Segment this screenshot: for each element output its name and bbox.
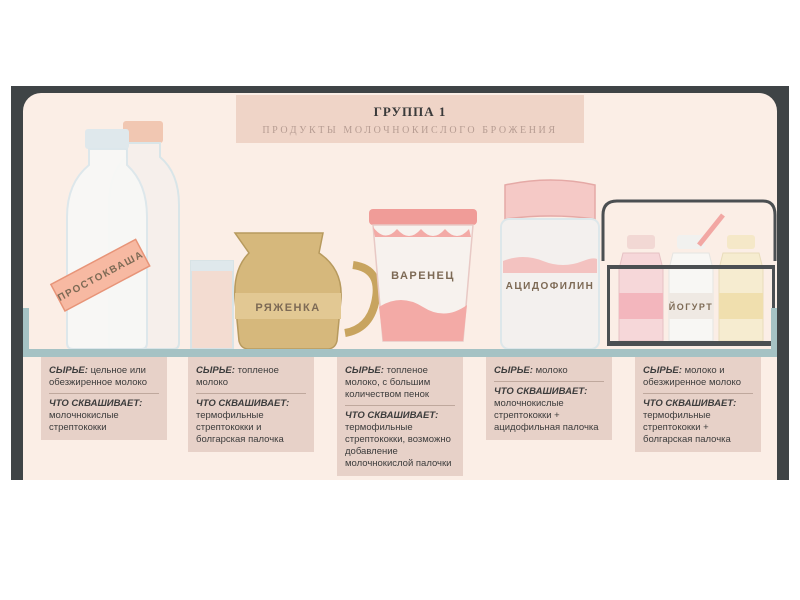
raw-value: цельное или обезжиренное молоко [49, 365, 148, 388]
prostokvasha-bottles: ПРОСТОКВАША [49, 121, 180, 350]
yogurt-label: ЙОГУРТ [669, 301, 714, 312]
shelf [23, 349, 777, 357]
ferment-value: термофильные стрептококки + болгарская п… [643, 410, 731, 445]
ferment-value: термофильные стрептококки, возможно доба… [345, 422, 452, 469]
ferment-value: молочнокислые стрептококки + ацидофильна… [494, 398, 599, 433]
glass [190, 260, 234, 350]
ferment-key: ЧТО СКВАШИВАЕТ: [196, 398, 290, 409]
ferment-key: ЧТО СКВАШИВАЕТ: [643, 398, 737, 409]
products-illustration: ПРОСТОКВАША РЯЖЕНКА ВАРЕНЕЦ [23, 121, 777, 353]
page-title: ГРУППА 1 [373, 104, 447, 119]
raw-value: топленое молоко [196, 365, 279, 388]
infographic-panel: ПРОСТОКВАША РЯЖЕНКА ВАРЕНЕЦ [23, 93, 777, 480]
yogurt-carrier: ЙОГУРТ [601, 199, 777, 346]
raw-value: молоко и обезжиренное молоко [643, 365, 742, 388]
info-card-varenets: СЫРЬЕ: топленое молоко, с большим количе… [337, 357, 463, 476]
raw-key: СЫРЬЕ: [49, 365, 88, 376]
raw-key: СЫРЬЕ: [196, 365, 235, 376]
infographic-frame: ПРОСТОКВАША РЯЖЕНКА ВАРЕНЕЦ [11, 86, 789, 480]
info-card-yogurt: СЫРЬЕ: молоко и обезжиренное молоко ЧТО … [635, 357, 761, 452]
acidophilin-label: АЦИДОФИЛИН [506, 281, 595, 292]
ferment-key: ЧТО СКВАШИВАЕТ: [345, 410, 439, 421]
acidophilin-jar: АЦИДОФИЛИН [500, 179, 600, 350]
ferment-key: ЧТО СКВАШИВАЕТ: [49, 398, 143, 409]
raw-key: СЫРЬЕ: [345, 365, 384, 376]
ryazhenka-jug: РЯЖЕНКА [233, 232, 381, 350]
info-card-ryazhenka: СЫРЬЕ: топленое молоко ЧТО СКВАШИВАЕТ: т… [188, 357, 314, 452]
ferment-value: молочнокислые стрептококки [49, 410, 119, 433]
raw-value: молоко [535, 365, 568, 376]
varenets-cup: ВАРЕНЕЦ [369, 209, 477, 342]
ferment-value: термофильные стрептококки и болгарская п… [196, 410, 284, 445]
ferment-key: ЧТО СКВАШИВАЕТ: [494, 386, 588, 397]
raw-value: топленое молоко, с большим количеством п… [345, 365, 431, 400]
varenets-label: ВАРЕНЕЦ [391, 270, 455, 282]
page-subtitle: ПРОДУКТЫ МОЛОЧНОКИСЛОГО БРОЖЕНИЯ [262, 125, 558, 136]
title-box: ГРУППА 1 ПРОДУКТЫ МОЛОЧНОКИСЛОГО БРОЖЕНИ… [236, 95, 584, 143]
raw-key: СЫРЬЕ: [494, 365, 533, 376]
info-card-prostokvasha: СЫРЬЕ: цельное или обезжиренное молоко Ч… [41, 357, 167, 440]
ryazhenka-label: РЯЖЕНКА [255, 302, 320, 314]
info-card-acidophilin: СЫРЬЕ: молоко ЧТО СКВАШИВАЕТ: молочнокис… [486, 357, 612, 440]
raw-key: СЫРЬЕ: [643, 365, 682, 376]
